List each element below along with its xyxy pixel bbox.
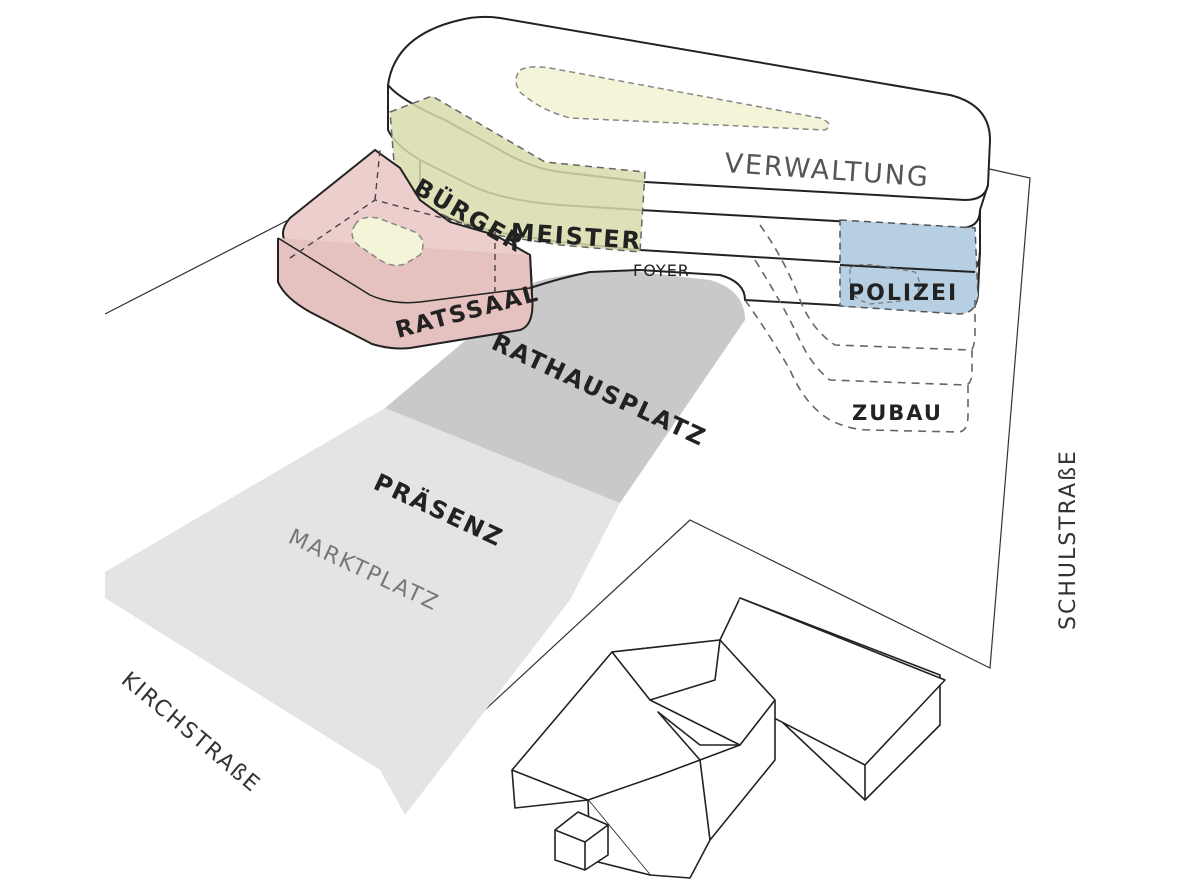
polizei-floor-line [839,264,976,273]
label-polizei: POLIZEI [848,281,958,306]
neighbor-houses [511,597,946,879]
ratssaal-roof-edge [277,237,531,304]
label-schulstrasse: SCHULSTRAßE [1056,449,1081,630]
marktplatz-area [105,408,620,815]
site-boundary [104,167,1031,771]
verwaltung-courtyard [515,66,830,131]
ratssaal-hidden-edges [289,149,496,300]
label-kirchstrasse: KIRCHSTRAßE [116,667,265,798]
rathausplatz-area [385,271,745,503]
label-zubau: ZUBAU [852,401,943,425]
ratssaal-courtyard [351,216,424,267]
buergermeister-zone [389,95,646,253]
zubau-outline [744,224,976,433]
polizei-inner [849,263,920,305]
polizei-zone [839,219,979,315]
label-foyer: FOYER [633,261,690,280]
ratssaal-front [277,238,534,350]
